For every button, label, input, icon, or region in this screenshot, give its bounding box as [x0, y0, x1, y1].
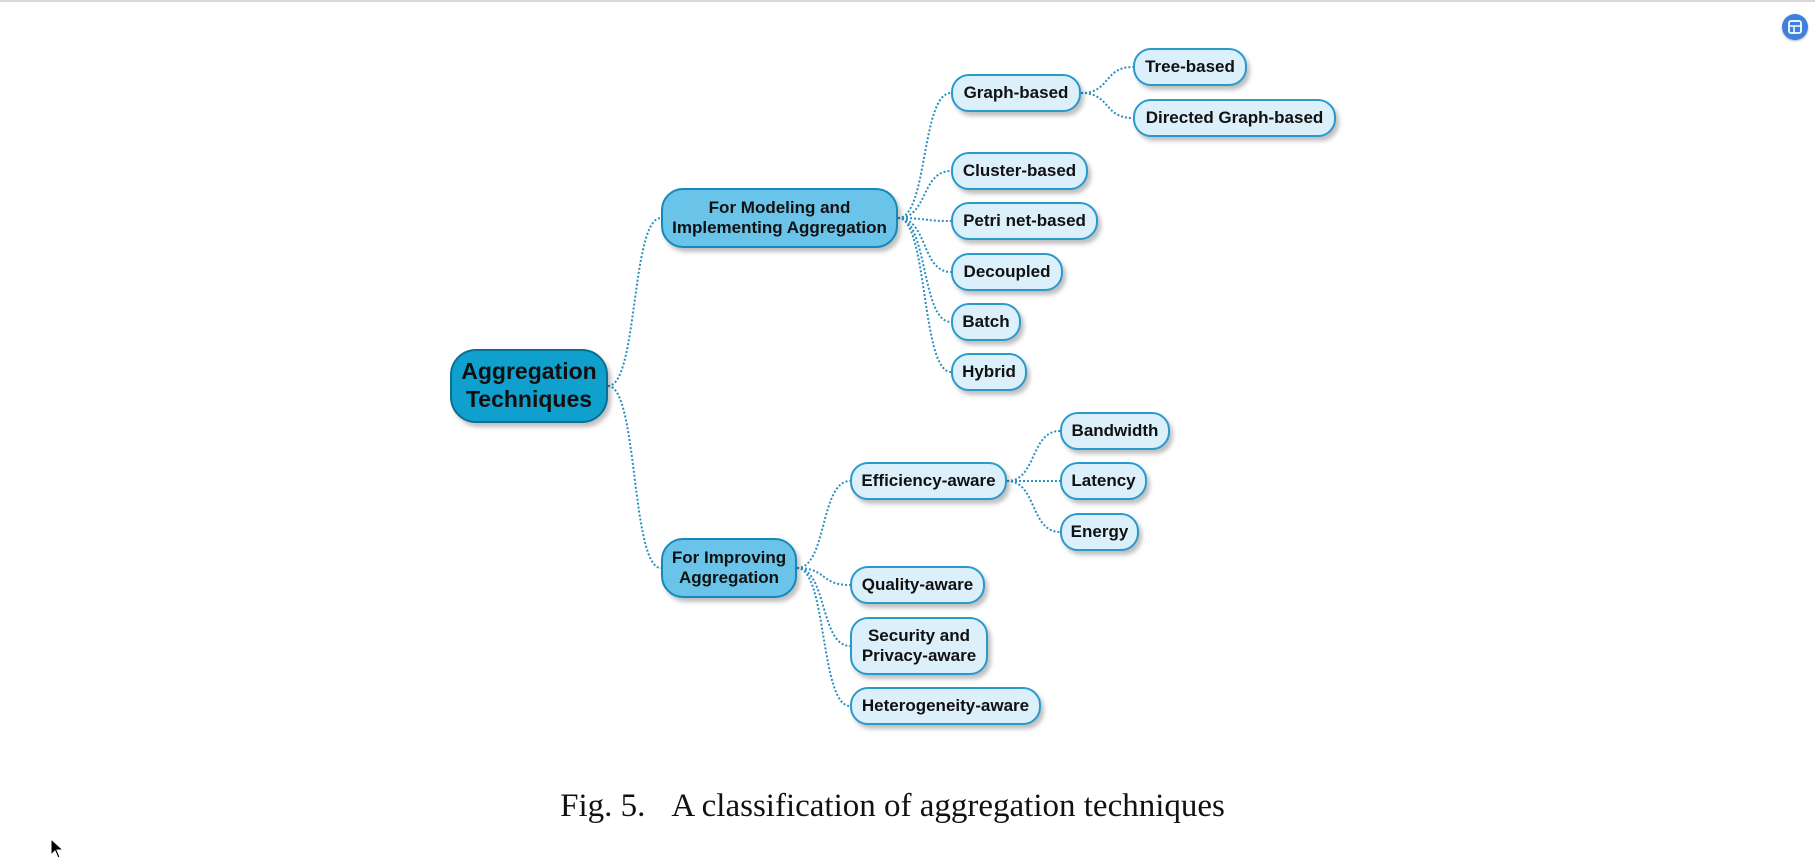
node-security-and-privacy-aware: Security and Privacy-aware [850, 617, 988, 675]
figure-caption: Fig. 5. A classification of aggregation t… [0, 788, 1785, 825]
node-graph-based: Graph-based [951, 74, 1081, 112]
node-aggregation-techniques: Aggregation Techniques [450, 349, 608, 423]
node-cluster-based: Cluster-based [951, 152, 1088, 190]
connector-root-modeling [607, 217, 662, 387]
connector-improving-efficiency [796, 480, 851, 569]
connector-modeling-petri [897, 217, 952, 222]
connector-graph-tree [1080, 66, 1134, 94]
figure-caption-text: A classification of aggregation techniqu… [671, 788, 1225, 824]
node-for-modeling-and-implementing-aggregation: For Modeling and Implementing Aggregatio… [661, 188, 898, 248]
connector-efficiency-bandwidth [1006, 430, 1061, 482]
node-hybrid: Hybrid [951, 353, 1027, 391]
node-quality-aware: Quality-aware [850, 566, 985, 604]
node-for-improving-aggregation: For Improving Aggregation [661, 538, 797, 598]
connector-modeling-batch [897, 217, 952, 323]
node-heterogeneity-aware: Heterogeneity-aware [850, 687, 1041, 725]
figure-number: Fig. 5. [560, 788, 646, 824]
node-latency: Latency [1060, 462, 1147, 500]
connector-efficiency-energy [1006, 480, 1061, 533]
top-border [0, 0, 1815, 2]
connector-root-improving [607, 385, 662, 569]
connector-improving-security [796, 567, 851, 647]
connector-modeling-cluster [897, 170, 952, 219]
node-tree-based: Tree-based [1133, 48, 1247, 86]
connector-modeling-graph [897, 92, 952, 219]
connector-improving-heterogeneity [796, 567, 851, 707]
mouse-cursor-icon [50, 837, 66, 860]
floating-action-button[interactable] [1782, 14, 1808, 40]
node-petri-net-based: Petri net-based [951, 202, 1098, 240]
node-directed-graph-based: Directed Graph-based [1133, 99, 1336, 137]
connector-improving-quality [796, 567, 851, 586]
connector-graph-directed [1080, 92, 1134, 119]
connector-modeling-hybrid [897, 217, 952, 373]
node-efficiency-aware: Efficiency-aware [850, 462, 1007, 500]
connector-modeling-decoupled [897, 217, 952, 273]
node-energy: Energy [1060, 513, 1139, 551]
node-bandwidth: Bandwidth [1060, 412, 1170, 450]
node-batch: Batch [951, 303, 1021, 341]
node-decoupled: Decoupled [951, 253, 1063, 291]
widget-icon [1788, 20, 1802, 34]
